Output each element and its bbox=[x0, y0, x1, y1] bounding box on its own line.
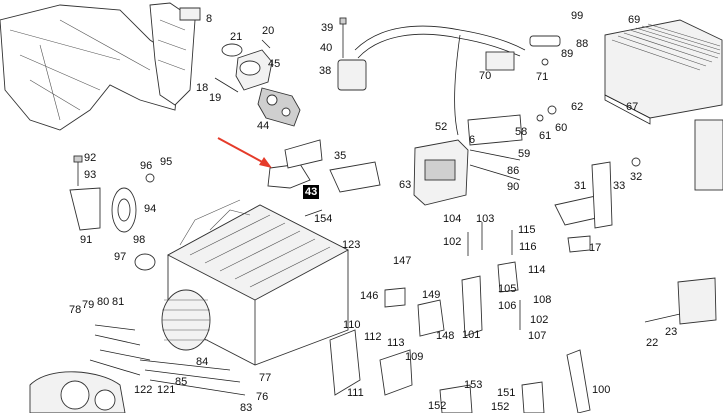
callout-107: 107 bbox=[528, 330, 547, 342]
callout-104: 104 bbox=[443, 213, 462, 225]
callout-85: 85 bbox=[175, 376, 188, 388]
callout-22: 22 bbox=[646, 337, 659, 349]
callout-67: 67 bbox=[626, 101, 639, 113]
callout-102a: 102 bbox=[443, 236, 462, 248]
callout-6: 6 bbox=[469, 134, 476, 146]
callout-80: 80 bbox=[97, 296, 110, 308]
callout-123: 123 bbox=[342, 239, 361, 251]
callout-105: 105 bbox=[498, 283, 517, 295]
callout-102b: 102 bbox=[530, 314, 549, 326]
callout-17: 17 bbox=[589, 242, 602, 254]
callout-62: 62 bbox=[571, 101, 584, 113]
callout-99: 99 bbox=[571, 10, 584, 22]
pulley-assembly bbox=[69, 155, 156, 271]
callout-52: 52 bbox=[435, 121, 448, 133]
callout-33: 33 bbox=[613, 180, 626, 192]
callout-59: 59 bbox=[518, 148, 531, 160]
callout-152b: 152 bbox=[491, 401, 510, 413]
contactor-assembly bbox=[413, 105, 557, 206]
valve-assembly bbox=[214, 39, 301, 127]
callout-79: 79 bbox=[82, 299, 95, 311]
callout-84: 84 bbox=[196, 356, 209, 368]
highlight-arrow bbox=[217, 137, 272, 168]
callout-95: 95 bbox=[160, 156, 173, 168]
callout-88: 88 bbox=[576, 38, 589, 50]
callout-146: 146 bbox=[360, 290, 379, 302]
callout-97: 97 bbox=[114, 251, 127, 263]
callout-148: 148 bbox=[436, 330, 455, 342]
callout-113: 113 bbox=[387, 337, 405, 349]
callout-106: 106 bbox=[498, 300, 517, 312]
callout-114: 114 bbox=[528, 264, 546, 276]
callout-98: 98 bbox=[133, 234, 146, 246]
callout-69: 69 bbox=[628, 14, 641, 26]
callout-149: 149 bbox=[422, 289, 441, 301]
upper-housing-assembly bbox=[0, 2, 201, 131]
callout-40: 40 bbox=[320, 42, 333, 54]
callout-94: 94 bbox=[144, 203, 157, 215]
callout-44: 44 bbox=[257, 120, 270, 132]
cable-harness bbox=[337, 17, 561, 136]
callout-110: 110 bbox=[343, 319, 361, 331]
callout-23: 23 bbox=[665, 326, 678, 338]
callout-116: 116 bbox=[519, 241, 537, 253]
lower-hardware bbox=[329, 222, 591, 413]
callout-151: 151 bbox=[497, 387, 516, 399]
battery-pack bbox=[167, 199, 349, 366]
callout-63: 63 bbox=[399, 179, 412, 191]
callout-91: 91 bbox=[80, 234, 93, 246]
callout-109: 109 bbox=[405, 351, 424, 363]
callout-122: 122 bbox=[134, 384, 153, 396]
callout-71: 71 bbox=[536, 71, 549, 83]
callout-31: 31 bbox=[574, 180, 587, 192]
callout-38: 38 bbox=[319, 65, 332, 77]
callout-112: 112 bbox=[364, 331, 382, 343]
callout-81: 81 bbox=[112, 296, 125, 308]
battery-bracket bbox=[267, 139, 381, 217]
callout-61: 61 bbox=[539, 130, 552, 142]
callout-86: 86 bbox=[507, 165, 520, 177]
callout-43-highlighted: 43 bbox=[303, 185, 320, 199]
callout-108: 108 bbox=[533, 294, 552, 306]
callout-8: 8 bbox=[206, 13, 213, 25]
callout-147: 147 bbox=[393, 255, 412, 267]
callout-45: 45 bbox=[268, 58, 281, 70]
callout-58: 58 bbox=[515, 126, 528, 138]
callout-153: 153 bbox=[464, 379, 483, 391]
callout-78: 78 bbox=[69, 304, 82, 316]
callout-83: 83 bbox=[240, 402, 253, 413]
callout-111: 111 bbox=[347, 387, 364, 399]
callout-100: 100 bbox=[592, 384, 611, 396]
callout-60: 60 bbox=[555, 122, 568, 134]
callout-115: 115 bbox=[518, 224, 536, 236]
callout-90: 90 bbox=[507, 181, 520, 193]
callout-154: 154 bbox=[314, 213, 333, 225]
callout-76: 76 bbox=[256, 391, 269, 403]
callout-101: 101 bbox=[462, 329, 481, 341]
callout-20: 20 bbox=[262, 25, 275, 37]
callout-21: 21 bbox=[230, 31, 243, 43]
callout-18: 18 bbox=[196, 82, 209, 94]
controller-box bbox=[604, 19, 723, 125]
callout-35: 35 bbox=[334, 150, 347, 162]
right-bracket-assembly bbox=[554, 119, 723, 325]
callout-70: 70 bbox=[479, 70, 492, 82]
callout-19: 19 bbox=[209, 92, 222, 104]
callout-92: 92 bbox=[84, 152, 97, 164]
callout-121: 121 bbox=[157, 384, 176, 396]
callout-77: 77 bbox=[259, 372, 272, 384]
callout-96: 96 bbox=[140, 160, 153, 172]
callout-89: 89 bbox=[561, 48, 574, 60]
callout-103: 103 bbox=[476, 213, 495, 225]
callout-93: 93 bbox=[84, 169, 97, 181]
callout-39: 39 bbox=[321, 22, 334, 34]
motor-assembly bbox=[29, 289, 246, 413]
callout-32: 32 bbox=[630, 171, 643, 183]
callout-152a: 152 bbox=[428, 400, 447, 412]
